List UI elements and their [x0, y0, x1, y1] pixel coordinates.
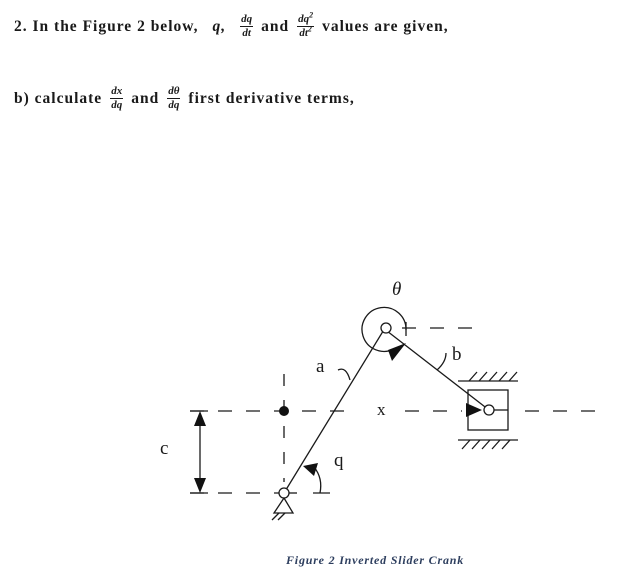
theta-angle-arc — [361, 306, 407, 353]
fraction-numerator: dq — [240, 13, 254, 27]
c-label: c — [160, 438, 168, 459]
guide-hatch-bottom — [461, 439, 511, 450]
question-suffix: first derivative terms, — [188, 89, 355, 107]
question-prefix: 2. In the Figure 2 below, — [14, 17, 199, 35]
slider-joint — [483, 404, 495, 416]
fraction-dq-dt: dq dt — [240, 13, 254, 39]
variable-q: q, — [212, 17, 227, 35]
figure-caption: Figure 2 Inverted Slider Crank — [286, 553, 465, 567]
a-label: a — [316, 356, 325, 377]
fraction-numerator: dq2 — [297, 11, 315, 27]
b-label: b — [452, 344, 462, 365]
link-a — [283, 327, 386, 494]
ground-support-triangle — [272, 496, 295, 514]
c-arrow-down-icon — [194, 478, 206, 493]
a-label-leader — [337, 368, 351, 381]
x-label: x — [377, 400, 386, 419]
denominator-base: dt — [299, 27, 308, 39]
fraction-denominator: dt2 — [299, 24, 312, 39]
fraction-numerator: dx — [110, 85, 124, 99]
c-arrow-up-icon — [194, 411, 206, 426]
fraction-dx-dq: dx dq — [110, 85, 124, 111]
fraction-denominator: dt — [242, 27, 251, 39]
question-line-given: 2. In the Figure 2 below, q, dq dt and d… — [14, 11, 449, 39]
b-label-leader — [436, 352, 447, 371]
theta-arrow-icon — [388, 343, 406, 361]
conjunction-and: and — [131, 89, 160, 107]
fraction-denominator: dq — [168, 99, 180, 111]
fraction-denominator: dq — [111, 99, 123, 111]
conjunction-and: and — [261, 17, 290, 35]
fraction-dtheta-dq: dθ dq — [167, 85, 181, 111]
fraction-dq2-dt2: dq2 dt2 — [297, 11, 315, 39]
numerator-base: dq — [298, 13, 310, 25]
guide-hatch-top — [468, 371, 518, 382]
slider-arrow-icon — [466, 403, 482, 417]
theta-label: θ — [392, 279, 401, 300]
fraction-numerator: dθ — [167, 85, 181, 99]
question-suffix: values are given, — [322, 17, 449, 35]
crank-joint — [380, 322, 392, 334]
link-b — [386, 330, 490, 411]
denominator-exponent: 2 — [307, 24, 312, 34]
q-label: q — [334, 450, 344, 471]
question-line-part-b: b) calculate dx dq and dθ dq first deriv… — [14, 86, 355, 111]
numerator-exponent: 2 — [309, 10, 314, 20]
ground-pivot-joint — [278, 487, 290, 499]
fixed-point-dot — [279, 406, 289, 416]
question-prefix: b) calculate — [14, 89, 103, 107]
q-arrow-icon — [303, 463, 318, 476]
